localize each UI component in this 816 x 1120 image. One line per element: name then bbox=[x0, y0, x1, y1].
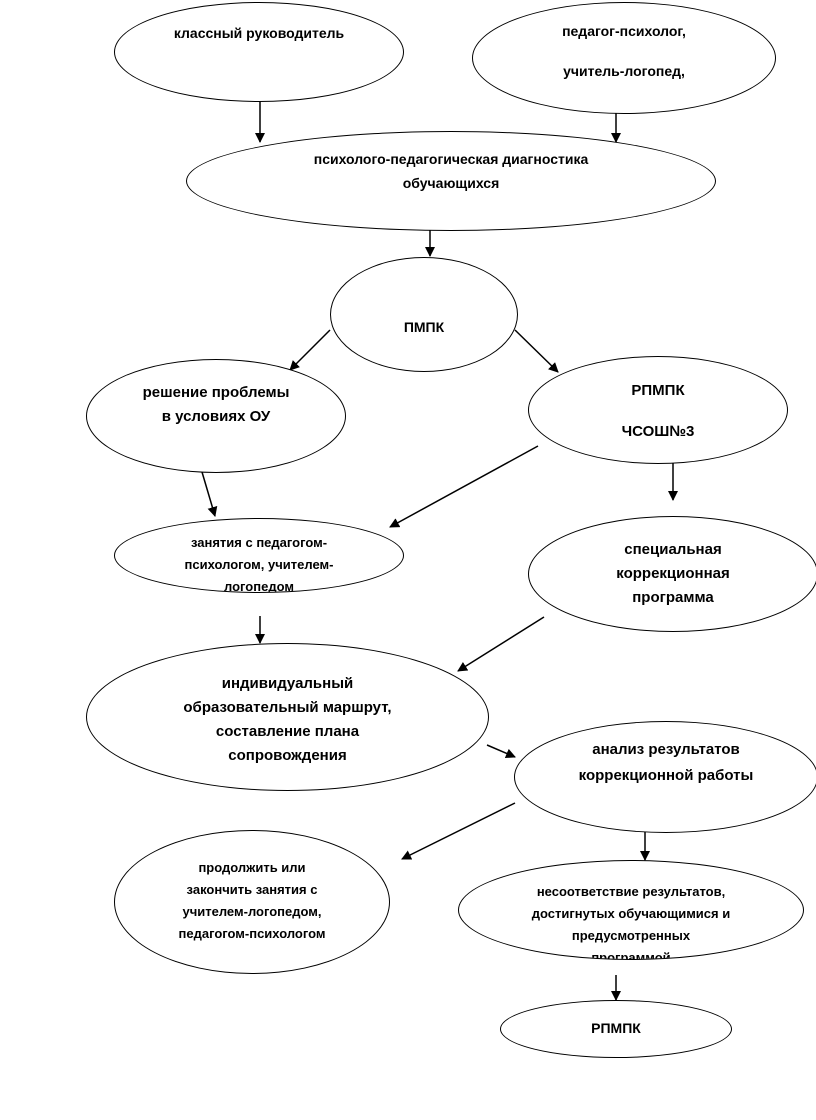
node-sessions-line2: психологом, учителем- bbox=[184, 557, 334, 572]
node-route-line2: образовательный маршрут, bbox=[183, 699, 392, 716]
node-continue-line3: учителем-логопедом, bbox=[182, 904, 322, 919]
arrow-pmpk-to-rpmpk bbox=[514, 329, 559, 373]
node-psychologist-line1: педагог-психолог, bbox=[562, 23, 686, 39]
node-mismatch-line1: несоответствие результатов, bbox=[536, 884, 726, 899]
node-route-line3: составление плана bbox=[215, 723, 360, 740]
node-solve-line2: в условиях ОУ bbox=[161, 408, 271, 425]
node-psychologist-speech-therapist: педагог-психолог, учитель-логопед, bbox=[472, 2, 776, 114]
node-program-line2: коррекционная bbox=[616, 565, 730, 582]
arrow-solve-to-sessions bbox=[201, 471, 218, 517]
node-rpmpk-school: РПМПК ЧСОШ№3 bbox=[528, 356, 788, 464]
node-route-line1: индивидуальный bbox=[221, 675, 354, 692]
node-mismatch-line2: достигнутых обучающимися и bbox=[531, 906, 731, 921]
node-sessions-line1: занятия с педагогом- bbox=[190, 535, 328, 550]
node-mismatch: несоответствие результатов, достигнутых … bbox=[458, 860, 804, 960]
node-program-line3: программа bbox=[632, 589, 714, 606]
node-solve-line1: решение проблемы bbox=[142, 384, 290, 401]
arrow-analysis-to-continue bbox=[401, 802, 516, 860]
node-rpmpk-school-line2: ЧСОШ№3 bbox=[621, 423, 695, 440]
node-pmpk-line1: ПМПК bbox=[403, 319, 445, 335]
node-diagnostics-line1: психолого-педагогическая диагностика bbox=[313, 151, 589, 167]
node-class-teacher-line1: классный руководитель bbox=[173, 25, 345, 41]
node-class-teacher: классный руководитель bbox=[114, 2, 404, 102]
node-solve-in-school: решение проблемы в условиях ОУ bbox=[86, 359, 346, 473]
node-continue-line2: закончить занятия с bbox=[186, 882, 318, 897]
node-continue-line4: педагогом-психологом bbox=[178, 926, 326, 941]
node-pmpk: ПМПК bbox=[330, 257, 518, 372]
node-results-analysis: анализ результатов коррекционной работы bbox=[514, 721, 816, 833]
node-diagnostics-line2: обучающихся bbox=[402, 175, 500, 191]
arrow-rpmpk-to-sessions bbox=[389, 445, 539, 528]
node-rpmpk-final-line1: РПМПК bbox=[591, 1020, 641, 1036]
node-analysis-line1: анализ результатов bbox=[592, 741, 740, 758]
arrow-pmpk-to-solve bbox=[289, 329, 331, 371]
node-mismatch-line4: программой bbox=[591, 950, 671, 960]
node-continue-or-end: продолжить или закончить занятия с учите… bbox=[114, 830, 390, 974]
node-rpmpk-school-line1: РПМПК bbox=[631, 382, 685, 399]
node-program-line1: специальная bbox=[624, 541, 722, 558]
node-psychologist-line2: учитель-логопед, bbox=[563, 63, 685, 79]
node-diagnostics: психолого-педагогическая диагностика обу… bbox=[186, 131, 716, 231]
node-rpmpk-final: РПМПК bbox=[500, 1000, 732, 1058]
arrow-program-to-route bbox=[457, 616, 545, 672]
node-sessions-line3: логопедом bbox=[224, 579, 294, 593]
node-route-line4: сопровождения bbox=[228, 747, 347, 764]
node-special-program: специальная коррекционная программа bbox=[528, 516, 816, 632]
node-individual-route: индивидуальный образовательный маршрут, … bbox=[86, 643, 489, 791]
arrow-route-to-analysis bbox=[486, 744, 516, 759]
node-analysis-line2: коррекционной работы bbox=[578, 767, 754, 784]
node-mismatch-line3: предусмотренных bbox=[571, 928, 691, 943]
node-continue-line1: продолжить или bbox=[198, 860, 306, 875]
node-sessions: занятия с педагогом- психологом, учителе… bbox=[114, 518, 404, 593]
